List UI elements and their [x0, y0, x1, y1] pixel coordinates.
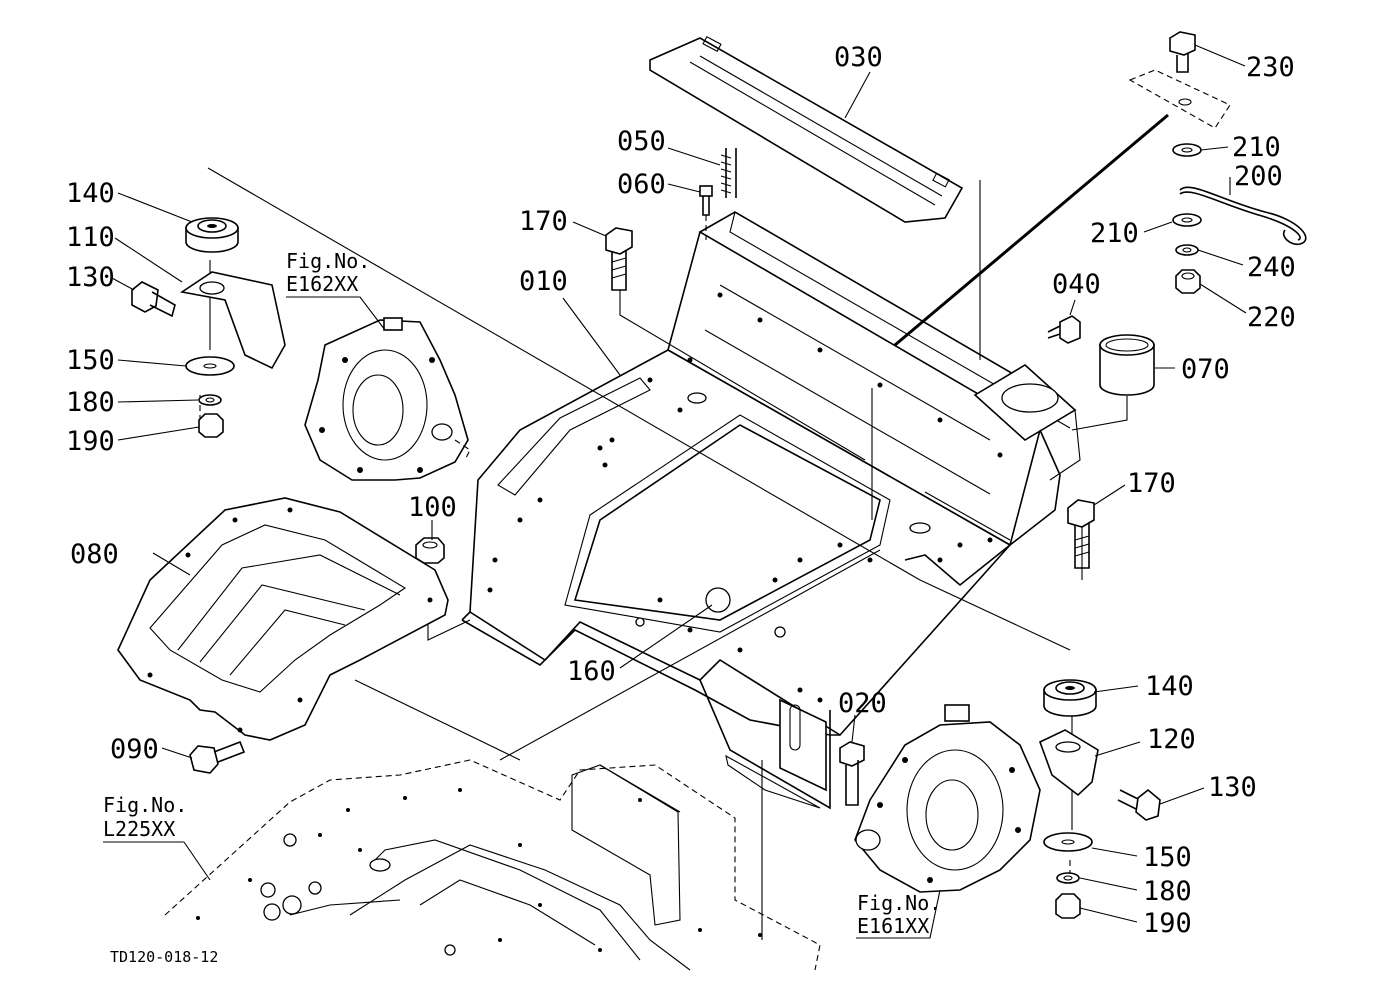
part-180-washer-right[interactable] — [1056, 872, 1080, 884]
figure-ref-title: Fig.No. — [286, 249, 370, 273]
label-150-left: 150 — [66, 345, 115, 376]
frame-l225-ghost — [164, 759, 821, 971]
label-160: 160 — [567, 656, 616, 687]
label-190-left: 190 — [66, 426, 115, 457]
part-130-bolt-right[interactable] — [1117, 788, 1161, 821]
part-170-bolt-right[interactable] — [1067, 499, 1095, 569]
part-020-bolt[interactable] — [839, 741, 865, 806]
label-070: 070 — [1181, 354, 1230, 385]
figure-reference-e161[interactable]: Fig.No. E161XX — [857, 891, 941, 938]
part-210-washer-top[interactable] — [1172, 143, 1202, 157]
label-040: 040 — [1052, 269, 1101, 300]
label-210-bottom: 210 — [1090, 218, 1139, 249]
part-200-wire-clip[interactable] — [1179, 186, 1307, 246]
figure-ref-code: E162XX — [286, 272, 358, 296]
label-140-right: 140 — [1145, 671, 1194, 702]
part-220-nut[interactable] — [1175, 269, 1201, 294]
label-050: 050 — [617, 126, 666, 157]
wire-rod — [894, 113, 1169, 347]
label-130-left: 130 — [66, 262, 115, 293]
part-230-bolt[interactable] — [1169, 31, 1196, 73]
part-120-bracket[interactable] — [1039, 729, 1099, 797]
label-130-right: 130 — [1208, 772, 1257, 803]
part-190-nut-right[interactable] — [1055, 893, 1081, 919]
label-170-left: 170 — [519, 206, 568, 237]
leader-lines — [111, 44, 1247, 939]
part-070-cap[interactable] — [1071, 334, 1155, 431]
part-140-mount-left[interactable] — [185, 217, 239, 253]
part-190-nut-left[interactable] — [198, 413, 224, 438]
part-090-bolt[interactable] — [189, 740, 246, 774]
label-090: 090 — [110, 734, 159, 765]
label-080: 080 — [70, 539, 119, 570]
part-140-mount-right[interactable] — [1043, 679, 1097, 717]
part-240-spring-washer[interactable] — [1175, 244, 1199, 256]
label-110: 110 — [66, 222, 115, 253]
part-130-bolt-left[interactable] — [131, 281, 176, 318]
figure-reference-l225[interactable]: Fig.No. L225XX — [103, 793, 187, 843]
part-150-washer-right[interactable] — [1043, 832, 1093, 852]
label-120: 120 — [1147, 724, 1196, 755]
part-080-floor-plate[interactable] — [117, 497, 449, 741]
label-170-right: 170 — [1127, 468, 1176, 499]
label-140-left: 140 — [66, 178, 115, 209]
label-030: 030 — [834, 42, 883, 73]
figure-reference-e162[interactable]: Fig.No. E162XX — [286, 249, 370, 296]
part-110-bracket[interactable] — [179, 271, 286, 370]
figure-ref-code: E161XX — [857, 914, 929, 938]
part-040-plug[interactable] — [1047, 315, 1081, 344]
housing-e162[interactable] — [304, 317, 471, 481]
part-050-spring[interactable] — [720, 148, 737, 198]
part-170-bolt-left[interactable] — [605, 227, 633, 291]
part-010-main-frame[interactable] — [461, 211, 1081, 810]
label-010: 010 — [519, 266, 568, 297]
figure-ref-code: L225XX — [103, 817, 175, 841]
drawing-code: TD120-018-12 — [110, 948, 218, 966]
label-060: 060 — [617, 169, 666, 200]
label-100: 100 — [408, 492, 457, 523]
label-150-right: 150 — [1143, 842, 1192, 873]
part-180-washer-left[interactable] — [198, 394, 222, 406]
figure-ref-title: Fig.No. — [857, 891, 941, 915]
label-210-top: 210 — [1232, 132, 1281, 163]
label-020: 020 — [838, 688, 887, 719]
part-100-nut[interactable] — [415, 537, 445, 564]
part-060-bolt[interactable] — [699, 185, 713, 240]
housing-e161[interactable] — [854, 704, 1041, 893]
label-230: 230 — [1246, 52, 1295, 83]
label-200: 200 — [1234, 161, 1283, 192]
part-210-washer-bottom[interactable] — [1172, 213, 1202, 227]
figure-ref-title: Fig.No. — [103, 793, 187, 817]
label-190-right: 190 — [1143, 908, 1192, 939]
label-180-right: 180 — [1143, 876, 1192, 907]
plate-fragment — [1128, 69, 1231, 129]
label-240: 240 — [1247, 252, 1296, 283]
part-030-cover-plate[interactable] — [649, 35, 964, 223]
label-220: 220 — [1247, 302, 1296, 333]
part-number-labels: 030 050 060 170 010 040 070 230 210 200 … — [66, 42, 1296, 939]
part-150-washer-left[interactable] — [185, 356, 235, 376]
label-180-left: 180 — [66, 387, 115, 418]
